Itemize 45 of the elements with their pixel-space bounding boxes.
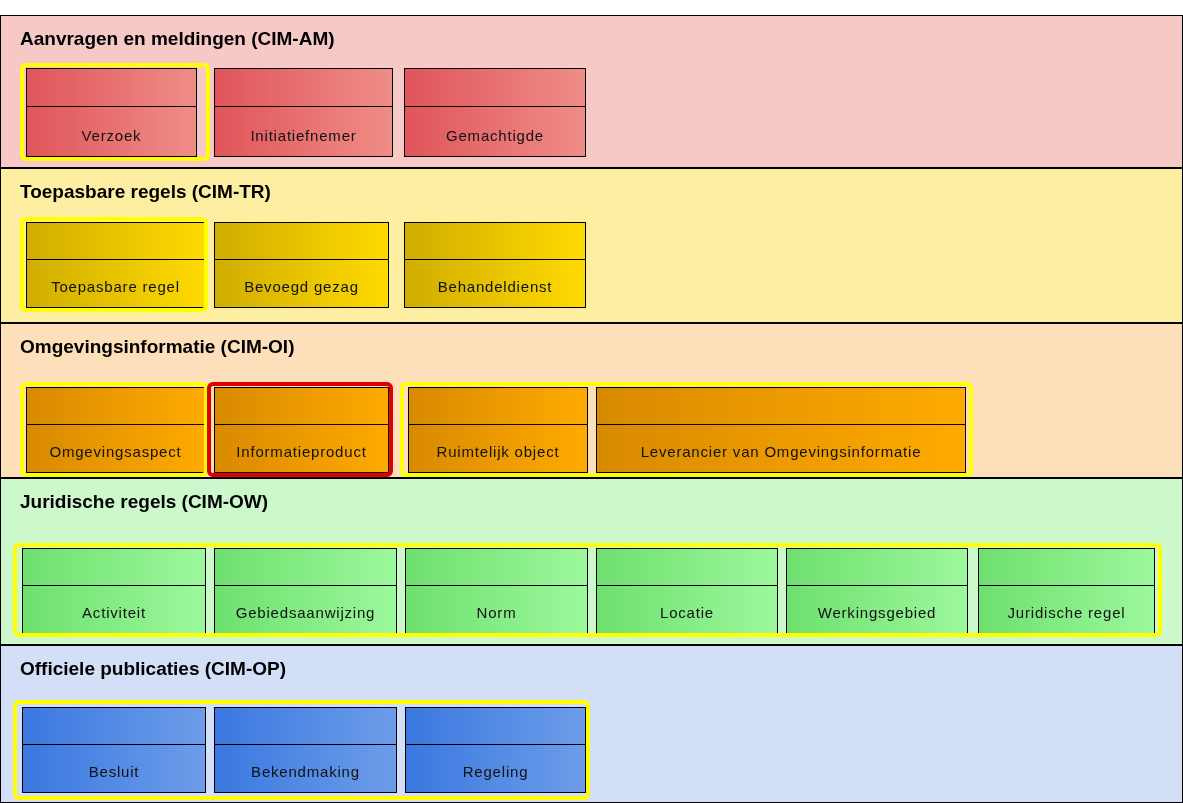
- box-label: Bevoegd gezag: [243, 278, 360, 295]
- box-label: Toepasbare regel: [50, 278, 181, 295]
- layer-band: [0, 645, 1183, 803]
- box-label: Regeling: [461, 763, 530, 780]
- box-label: Activiteit: [81, 604, 147, 621]
- class-box: [214, 68, 393, 157]
- class-box: [596, 548, 778, 634]
- box-label: Initiatiefnemer: [249, 127, 358, 144]
- layer-band: [0, 15, 1183, 168]
- layer-band: [0, 323, 1183, 478]
- class-box: [214, 707, 397, 793]
- class-box: [22, 707, 206, 793]
- box-label: Verzoek: [80, 127, 143, 144]
- band-title: Omgevingsinformatie (CIM-OI): [20, 336, 295, 358]
- box-label: Gebiedsaanwijzing: [234, 604, 377, 621]
- class-box: [596, 387, 966, 473]
- box-label: Werkingsgebied: [816, 604, 938, 621]
- box-label: Behandeldienst: [436, 278, 554, 295]
- box-label: Leverancier van Omgevingsinformatie: [639, 443, 923, 460]
- class-box: [26, 68, 197, 157]
- box-label: Gemachtigde: [445, 127, 545, 144]
- layer-band: [0, 478, 1183, 645]
- class-box: [978, 548, 1155, 634]
- class-box: [404, 68, 586, 157]
- class-box: [405, 707, 586, 793]
- band-title: Officiele publicaties (CIM-OP): [20, 658, 287, 680]
- class-box: [214, 222, 389, 308]
- band-title: Toepasbare regels (CIM-TR): [20, 181, 271, 203]
- class-box: [214, 548, 397, 634]
- box-label: Omgevingsaspect: [48, 443, 183, 460]
- class-box: [405, 548, 588, 634]
- layer-band: [0, 168, 1183, 323]
- class-box: [22, 548, 206, 634]
- class-box: [404, 222, 586, 308]
- band-title: Aanvragen en meldingen (CIM-AM): [20, 28, 335, 50]
- band-title: Juridische regels (CIM-OW): [20, 491, 269, 513]
- class-box: [408, 387, 588, 473]
- box-label: Norm: [475, 604, 518, 621]
- box-label: Informatieproduct: [235, 443, 368, 460]
- box-label: Bekendmaking: [250, 763, 361, 780]
- box-label: Juridische regel: [1006, 604, 1127, 621]
- box-label: Besluit: [87, 763, 141, 780]
- class-box: [786, 548, 968, 634]
- box-label: Ruimtelijk object: [435, 443, 561, 460]
- box-label: Locatie: [659, 604, 715, 621]
